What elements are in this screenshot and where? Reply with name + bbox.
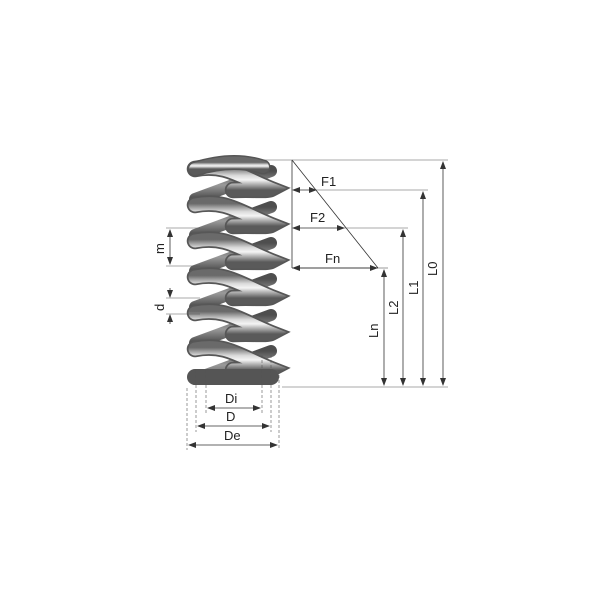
wire-dimension [166, 288, 200, 324]
length-n-label: Ln [366, 324, 381, 338]
spring-front-strand [188, 305, 287, 341]
pitch-label: m [152, 243, 167, 254]
diameter-extensions [186, 355, 280, 450]
forcen-label: Fn [325, 251, 340, 266]
pitch-dimension [166, 227, 200, 267]
wire-label: d [152, 304, 167, 311]
mean-diameter-label: D [226, 409, 235, 424]
spring-front-strand [188, 197, 287, 233]
spring-front-strand [188, 269, 287, 305]
length2-label: L2 [386, 301, 401, 315]
force2-label: F2 [310, 210, 325, 225]
spring-front-strand [188, 233, 287, 269]
inner-diameter-label: Di [225, 391, 237, 406]
force1-label: F1 [321, 174, 336, 189]
outer-diameter-label: De [224, 428, 241, 443]
force-triangle [291, 159, 379, 271]
length-extensions [262, 159, 448, 388]
coil-spring [186, 154, 291, 385]
spring-top-end-shade [189, 156, 269, 175]
length1-label: L1 [406, 281, 421, 295]
length0-label: L0 [425, 262, 440, 276]
